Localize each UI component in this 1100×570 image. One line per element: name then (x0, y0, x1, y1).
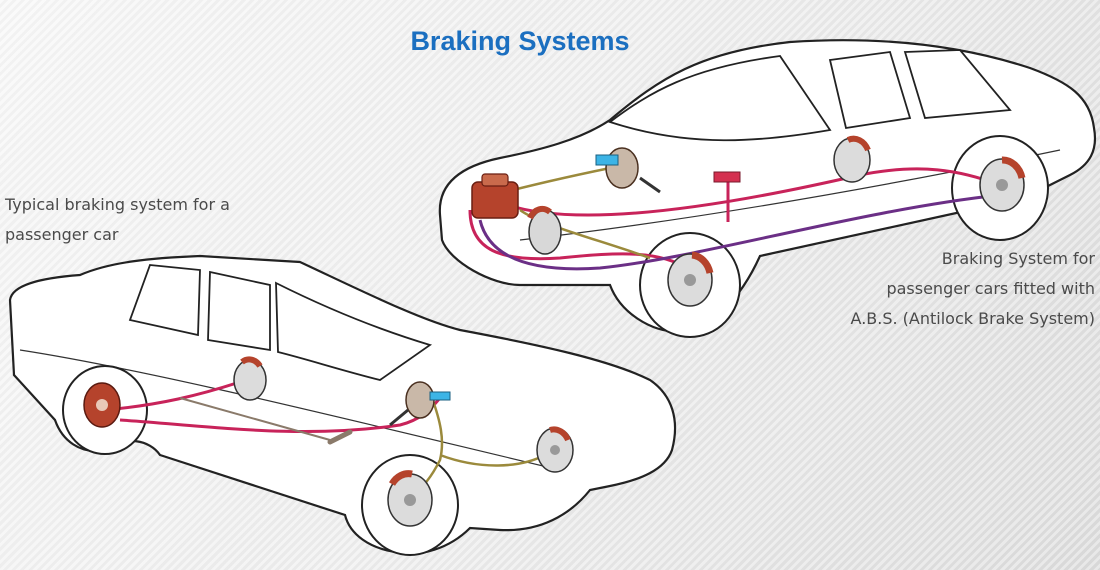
right-caption-line-2: passenger cars fitted with (886, 279, 1095, 298)
right-caption-line-1: Braking System for (941, 249, 1095, 268)
standard-handbrake-cable (179, 397, 331, 441)
abs-brake-line-red (494, 167, 1001, 217)
standard-car-window-rear (128, 264, 201, 337)
standard-car-window-front (207, 270, 271, 352)
left-caption: Typical braking system for a passenger c… (5, 190, 295, 250)
standard-rear-drum-right (233, 356, 267, 401)
abs-brake-line-red-2 (468, 209, 691, 272)
abs-disc-rear-left (833, 135, 871, 183)
standard-handbrake-lever (327, 429, 353, 445)
left-caption-line-1: Typical braking system for a (5, 195, 230, 214)
abs-car-window-rear (903, 49, 1012, 119)
right-caption: Braking System for passenger cars fitted… (795, 244, 1095, 334)
abs-brake-line-purple (478, 193, 1001, 271)
abs-modulator (471, 173, 519, 219)
abs-disc-rear-right (979, 156, 1026, 212)
abs-car-window-front (828, 51, 912, 130)
abs-car-windshield (608, 55, 832, 142)
standard-brake-booster (389, 381, 451, 427)
standard-disc-front-left (387, 470, 433, 527)
standard-car (8, 254, 677, 556)
abs-brake-booster (595, 147, 661, 194)
right-caption-line-3: A.B.S. (Antilock Brake System) (850, 309, 1095, 328)
standard-rear-drum-left (83, 382, 121, 428)
abs-disc-front-right (667, 251, 714, 307)
standard-car-body-line (19, 349, 561, 471)
standard-disc-front-right (536, 426, 574, 473)
left-caption-line-2: passenger car (5, 225, 119, 244)
abs-car (438, 39, 1097, 338)
page-title: Braking Systems (410, 26, 630, 56)
abs-handbrake-lever (713, 171, 741, 183)
standard-car-windshield (275, 281, 433, 381)
abs-disc-front-left (527, 205, 562, 255)
